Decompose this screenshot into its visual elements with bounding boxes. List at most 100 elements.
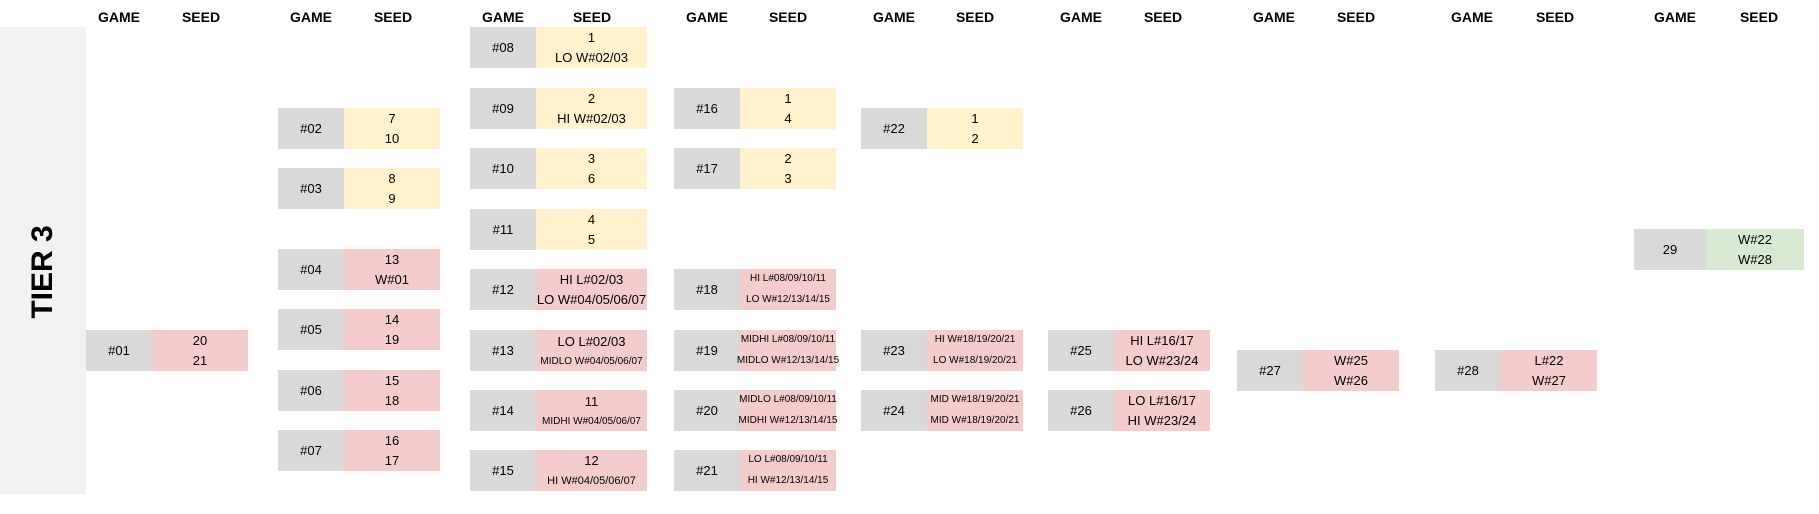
game-cell[interactable]: #16 — [674, 88, 740, 129]
game-cell[interactable]: #26 — [1048, 390, 1114, 431]
seed-cell[interactable]: L#22 W#27 — [1501, 350, 1597, 391]
seed-top: 14 — [384, 311, 400, 327]
game-cell[interactable]: #15 — [470, 450, 536, 491]
game-cell[interactable]: #13 — [470, 330, 536, 371]
seed-cell[interactable]: HI L#16/17 LO W#23/24 — [1114, 330, 1210, 371]
seed-cell[interactable]: HI L#02/03 LO W#04/05/06/07 — [536, 269, 647, 310]
seed-bottom: 19 — [384, 332, 400, 348]
seed-bottom: MIDHI W#12/13/14/15 — [738, 414, 838, 426]
seed-bottom: 4 — [784, 111, 792, 127]
header-game: GAME — [1253, 9, 1295, 25]
seed-top: 8 — [388, 170, 396, 186]
game-cell[interactable]: #01 — [86, 330, 152, 371]
seed-cell[interactable]: 14 19 — [344, 309, 440, 350]
seed-cell[interactable]: HI W#18/19/20/21 LO W#18/19/20/21 — [927, 330, 1023, 371]
game-cell[interactable]: #02 — [278, 108, 344, 149]
seed-cell[interactable]: 7 10 — [344, 108, 440, 149]
seed-top: HI W#18/19/20/21 — [934, 334, 1016, 346]
seed-cell[interactable]: 15 18 — [344, 370, 440, 411]
seed-bottom: 9 — [388, 191, 396, 207]
seed-top: 2 — [784, 150, 792, 166]
game-cell[interactable]: 29 — [1634, 229, 1706, 270]
seed-cell[interactable]: 20 21 — [152, 330, 248, 371]
game-cell[interactable]: #22 — [861, 108, 927, 149]
seed-top: HI L#08/09/10/11 — [750, 273, 826, 285]
header-seed: SEED — [373, 9, 413, 25]
game-cell[interactable]: #03 — [278, 168, 344, 209]
game-cell[interactable]: #27 — [1237, 350, 1303, 391]
game-cell[interactable]: #04 — [278, 249, 344, 290]
seed-top: 4 — [587, 211, 596, 227]
seed-cell[interactable]: 3 6 — [536, 148, 647, 189]
header-seed: SEED — [1535, 9, 1575, 25]
seed-bottom: HI W#12/13/14/15 — [747, 474, 829, 486]
seed-top: W#25 — [1334, 352, 1368, 368]
header-seed: SEED — [955, 9, 995, 25]
seed-top: LO L#02/03 — [557, 333, 626, 349]
header-seed: SEED — [768, 9, 808, 25]
game-cell[interactable]: #23 — [861, 330, 927, 371]
seed-bottom: HI W#23/24 — [1127, 413, 1197, 429]
seed-bottom: LO W#02/03 — [555, 50, 628, 66]
seed-cell[interactable]: 1 LO W#02/03 — [536, 27, 647, 68]
seed-cell[interactable]: MIDLO L#08/09/10/11 MIDHI W#12/13/14/15 — [738, 390, 838, 431]
game-cell[interactable]: #20 — [674, 390, 740, 431]
game-cell[interactable]: #11 — [470, 209, 536, 250]
game-cell[interactable]: #05 — [278, 309, 344, 350]
game-cell[interactable]: #08 — [470, 27, 536, 68]
seed-cell[interactable]: 8 9 — [344, 168, 440, 209]
seed-cell[interactable]: 11 MIDHI W#04/05/06/07 — [536, 390, 647, 431]
seed-cell[interactable]: LO L#16/17 HI W#23/24 — [1114, 390, 1210, 431]
seed-bottom: LO W#18/19/20/21 — [933, 354, 1017, 366]
seed-top: 12 — [584, 453, 599, 469]
seed-bottom: 10 — [384, 131, 400, 147]
seed-cell[interactable]: LO L#08/09/10/11 HI W#12/13/14/15 — [740, 450, 836, 491]
seed-bottom: 18 — [384, 393, 400, 409]
seed-bottom: 6 — [587, 171, 596, 187]
header-game: GAME — [1451, 9, 1493, 25]
header-game: GAME — [1060, 9, 1102, 25]
seed-top: W#22 — [1738, 231, 1772, 247]
seed-cell[interactable]: 1 4 — [740, 88, 836, 129]
game-cell[interactable]: #24 — [861, 390, 927, 431]
seed-cell[interactable]: 4 5 — [536, 209, 647, 250]
seed-top: 1 — [971, 110, 979, 126]
seed-cell[interactable]: 2 HI W#02/03 — [536, 88, 647, 129]
game-cell[interactable]: #17 — [674, 148, 740, 189]
game-cell[interactable]: #06 — [278, 370, 344, 411]
game-cell[interactable]: #19 — [674, 330, 740, 371]
seed-bottom: 17 — [384, 453, 400, 469]
seed-cell[interactable]: MID W#18/19/20/21 MID W#18/19/20/21 — [927, 390, 1023, 431]
header-seed: SEED — [1739, 9, 1779, 25]
game-cell[interactable]: #25 — [1048, 330, 1114, 371]
seed-cell[interactable]: 2 3 — [740, 148, 836, 189]
game-cell[interactable]: #12 — [470, 269, 536, 310]
seed-bottom: HI W#04/05/06/07 — [547, 474, 636, 487]
seed-cell[interactable]: 12 HI W#04/05/06/07 — [536, 450, 647, 491]
game-cell[interactable]: #10 — [470, 148, 536, 189]
seed-bottom: MIDLO W#12/13/14/15 — [736, 354, 840, 366]
seed-cell[interactable]: LO L#02/03 MIDLO W#04/05/06/07 — [536, 330, 647, 371]
game-cell[interactable]: #28 — [1435, 350, 1501, 391]
header-game: GAME — [98, 9, 140, 25]
seed-cell[interactable]: HI L#08/09/10/11 LO W#12/13/14/15 — [740, 269, 836, 310]
seed-cell[interactable]: W#25 W#26 — [1303, 350, 1399, 391]
game-cell[interactable]: #18 — [674, 269, 740, 310]
seed-top: L#22 — [1534, 352, 1564, 368]
seed-cell[interactable]: W#22 W#28 — [1706, 229, 1804, 270]
seed-cell[interactable]: MIDHI L#08/09/10/11 MIDLO W#12/13/14/15 — [736, 330, 840, 371]
seed-bottom: 5 — [587, 232, 596, 248]
seed-cell[interactable]: 1 2 — [927, 108, 1023, 149]
game-cell[interactable]: #07 — [278, 430, 344, 471]
seed-bottom: W#27 — [1532, 373, 1566, 389]
game-cell[interactable]: #21 — [674, 450, 740, 491]
seed-bottom: LO W#04/05/06/07 — [536, 292, 647, 308]
seed-bottom: MID W#18/19/20/21 — [930, 414, 1020, 426]
header-seed: SEED — [181, 9, 221, 25]
game-cell[interactable]: #09 — [470, 88, 536, 129]
seed-top: LO L#16/17 — [1128, 392, 1196, 408]
seed-cell[interactable]: 13 W#01 — [344, 249, 440, 290]
seed-top: HI L#16/17 — [1130, 332, 1194, 348]
seed-cell[interactable]: 16 17 — [344, 430, 440, 471]
game-cell[interactable]: #14 — [470, 390, 536, 431]
